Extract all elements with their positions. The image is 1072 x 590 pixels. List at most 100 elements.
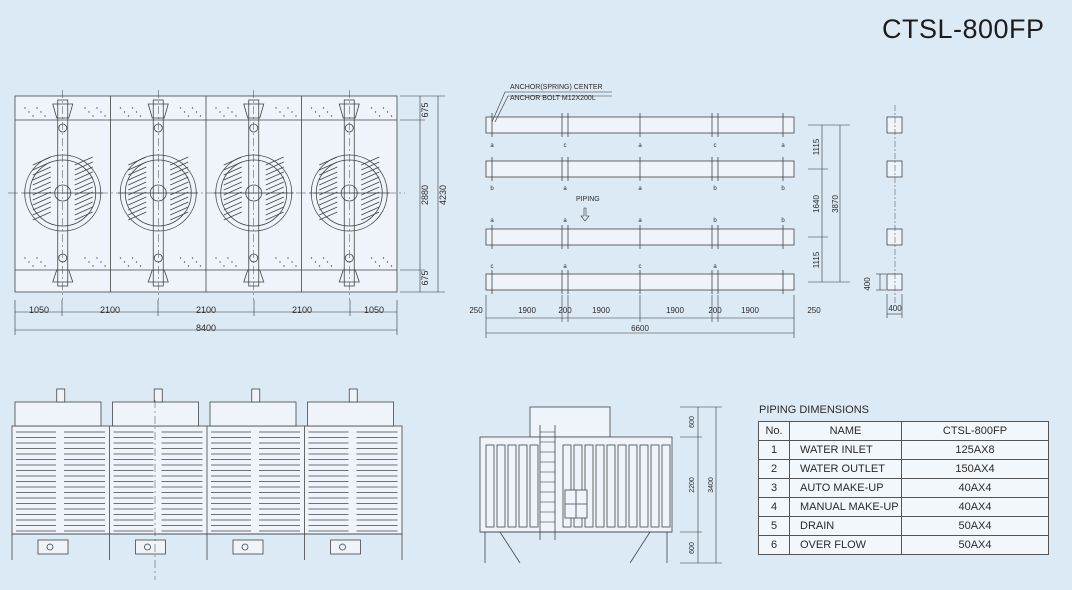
spray-dot xyxy=(191,257,194,259)
spray-dot xyxy=(215,257,217,259)
spray-dot xyxy=(36,257,38,259)
spray-dot xyxy=(382,257,385,259)
plan-view xyxy=(8,90,405,300)
blade-hatch xyxy=(128,191,147,201)
page-title: CTSL-800FP xyxy=(882,14,1045,44)
spray-dot xyxy=(283,115,285,117)
spray-dot xyxy=(131,257,134,259)
spray-dot xyxy=(295,265,297,267)
blade-hatch xyxy=(170,201,189,211)
table-row: 2 WATER OUTLET 150AX4 xyxy=(758,459,1049,479)
plan-dim-4: 2100 xyxy=(292,305,312,315)
spray-dot xyxy=(92,265,94,267)
fan-stack xyxy=(112,401,199,427)
blade-hatch xyxy=(170,171,189,181)
blade-hatch xyxy=(128,171,147,181)
spray-dot xyxy=(370,107,373,109)
header-box xyxy=(243,269,265,283)
spray-dot xyxy=(322,257,325,259)
blade-hatch xyxy=(361,206,380,216)
blade-hatch xyxy=(170,191,189,201)
blade-hatch xyxy=(223,206,242,216)
ladder xyxy=(540,431,555,533)
piping-dimensions-table: No. NAME CTSL-800FP 1 WATER INLET 125AX8… xyxy=(758,421,1049,555)
spray-dot xyxy=(84,107,86,109)
row-no: 5 xyxy=(758,516,790,536)
side-louver xyxy=(639,444,649,528)
blade-hatch xyxy=(361,176,380,186)
spray-dot xyxy=(382,107,385,109)
fdim-6: 200 xyxy=(708,306,722,315)
spray-dot xyxy=(36,107,38,109)
blade-hatch xyxy=(319,201,338,211)
spray-dot xyxy=(314,111,317,113)
spray-dot xyxy=(92,115,94,117)
spray-dot xyxy=(227,107,229,109)
fdim-1: 250 xyxy=(469,306,483,315)
anchor-letter: b xyxy=(490,186,494,192)
blade-hatch xyxy=(265,211,284,221)
spray-dot xyxy=(219,261,221,263)
header-box xyxy=(243,103,265,119)
row-no: 2 xyxy=(758,459,790,479)
motor xyxy=(251,388,261,403)
side-louver xyxy=(595,444,605,528)
fan-stack xyxy=(307,401,394,427)
side-elevation xyxy=(479,406,673,564)
spray-dot xyxy=(374,261,377,263)
blade-hatch xyxy=(319,206,338,216)
anchor-letter: c xyxy=(714,143,717,149)
spray-dot xyxy=(88,111,90,113)
spray-dot xyxy=(287,257,289,259)
blade-hatch xyxy=(319,161,338,171)
spray-dot xyxy=(295,115,297,117)
row-name: WATER INLET xyxy=(789,440,902,460)
spray-dot xyxy=(283,265,285,267)
spray-dot xyxy=(139,115,142,117)
header-model: CTSL-800FP xyxy=(901,421,1049,441)
spray-dot xyxy=(131,107,134,109)
spray-dot xyxy=(119,257,122,259)
spray-dot xyxy=(127,265,130,267)
spray-dot xyxy=(40,261,42,263)
spray-dot xyxy=(310,257,313,259)
plan-dim-1: 1050 xyxy=(29,305,49,315)
motor xyxy=(153,388,163,403)
front-elevation xyxy=(11,388,403,580)
blade-hatch xyxy=(265,171,284,181)
drain-port xyxy=(241,543,249,551)
side-louver xyxy=(628,444,638,528)
pad-dim-horizontal: 400 xyxy=(888,304,902,313)
foundation-dim-labels: 250 1900 200 1900 1900 200 1900 250 6600… xyxy=(469,138,840,333)
spray-dot xyxy=(96,107,98,109)
blade-hatch xyxy=(170,181,189,191)
anchor-center-label: ANCHOR(SPRING) CENTER xyxy=(510,84,603,91)
blade-hatch xyxy=(223,211,242,221)
spray-dot xyxy=(135,261,138,263)
blade-hatch xyxy=(265,206,284,216)
blade-hatch xyxy=(128,206,147,216)
blade-hatch xyxy=(223,176,242,186)
anchor-letter: c xyxy=(491,264,494,270)
anchor-letter: b xyxy=(781,186,785,192)
table-header-row: No. NAME CTSL-800FP xyxy=(758,421,1049,441)
plan-dim-right-1: 675 xyxy=(420,102,430,117)
anchor-letter: a xyxy=(638,143,642,149)
header-box xyxy=(147,103,169,119)
spray-dot xyxy=(318,265,321,267)
plan-dim-right-3: 4230 xyxy=(438,185,448,205)
table-row: 6 OVER FLOW 50AX4 xyxy=(758,535,1049,555)
spray-dot xyxy=(235,115,237,117)
spray-dot xyxy=(88,261,90,263)
spray-dot xyxy=(330,265,333,267)
spray-dot xyxy=(374,111,377,113)
row-spec: 150AX4 xyxy=(901,459,1049,479)
blade-hatch xyxy=(32,191,51,201)
spray-dot xyxy=(235,265,237,267)
blade-hatch xyxy=(265,166,284,176)
spray-dot xyxy=(386,261,389,263)
header-box xyxy=(52,269,74,283)
row-spec: 125AX8 xyxy=(901,440,1049,460)
plan-dim-labels: 1050 2100 2100 2100 1050 8400 675 2880 4… xyxy=(29,102,448,333)
